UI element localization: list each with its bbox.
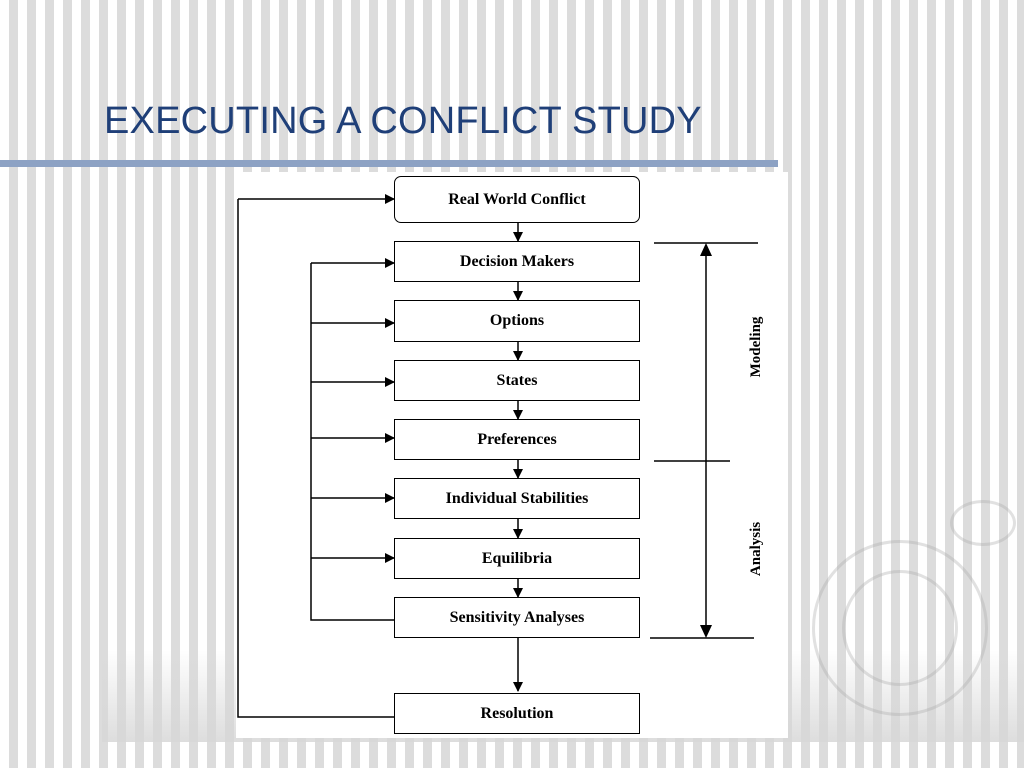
title-underline	[0, 160, 778, 167]
step-decision-makers: Decision Makers	[394, 241, 640, 282]
outer-feedback-loop	[237, 194, 395, 718]
flowchart-connectors	[237, 194, 758, 718]
slide-title: EXECUTING A CONFLICT STUDY	[104, 100, 702, 142]
outer-loop-line	[237, 199, 394, 718]
water-ripple-decoration	[950, 500, 1016, 546]
step-real-world-conflict: Real World Conflict	[394, 176, 640, 223]
phase-label-analysis: Analysis	[748, 521, 764, 577]
water-ripple-decoration	[812, 540, 988, 716]
step-states: States	[394, 360, 640, 401]
water-ripple-decoration	[842, 570, 958, 686]
step-individual-stabilities: Individual Stabilities	[394, 478, 640, 519]
inner-loop-line	[310, 263, 394, 621]
step-preferences: Preferences	[394, 419, 640, 460]
inner-feedback-loop	[310, 258, 395, 621]
phase-bracket	[650, 242, 758, 639]
step-options: Options	[394, 300, 640, 342]
step-sensitivity-analyses: Sensitivity Analyses	[394, 597, 640, 638]
step-resolution: Resolution	[394, 693, 640, 734]
bracket-arrowhead-down	[700, 625, 712, 638]
bracket-arrowhead-up	[700, 243, 712, 256]
step-equilibria: Equilibria	[394, 538, 640, 579]
conflict-study-flowchart: Real World Conflict Decision Makers Opti…	[236, 172, 788, 738]
phase-label-modeling: Modeling	[748, 316, 764, 378]
